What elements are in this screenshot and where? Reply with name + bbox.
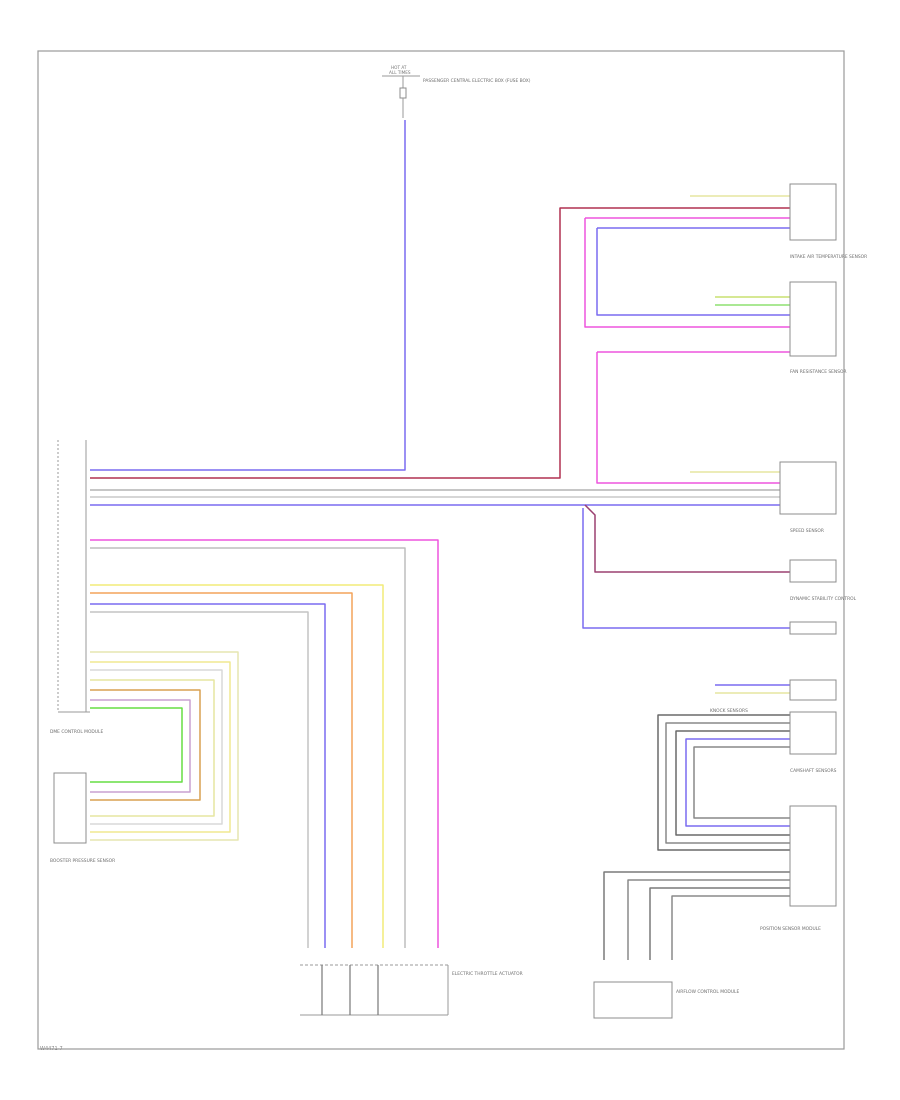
- booster-sensor-label: BOOSTER PRESSURE SENSOR: [50, 858, 115, 864]
- wire-bus-blue-loop1: [596, 227, 790, 316]
- wire-bus-red: [90, 207, 790, 479]
- right-mod-6-label: CAMSHAFT SENSORS: [790, 768, 837, 774]
- wire-right-bundle-2: [665, 722, 790, 844]
- right-mod-4-label: DYNAMIC STABILITY CONTROL: [790, 596, 857, 602]
- wire-fuse-feed: [90, 120, 406, 471]
- booster-sensor: BOOSTER PRESSURE SENSOR: [50, 772, 115, 864]
- airflow-control-module: AIRFLOW CONTROL MODULE: [593, 981, 739, 1019]
- wire-right-bundle-4: [685, 738, 790, 827]
- top-fuse-label-b: ALL TIMES: [389, 70, 411, 75]
- wire-airflow-1: [603, 871, 790, 960]
- top-fuse-group: HOT AT ALL TIMES PASSENGER CENTRAL ELECT…: [382, 65, 531, 118]
- right-mod-2-label: FAN RESISTANCE SENSOR: [790, 369, 847, 375]
- right-mod-5-label: KNOCK SENSORS: [710, 708, 748, 714]
- wire-grey2-actuator: [90, 611, 309, 948]
- wire-sensor-4: [90, 679, 215, 817]
- right-mod-1-label: INTAKE AIR TEMPERATURE SENSOR: [790, 254, 867, 260]
- wire-bus-pink-loop1: [584, 218, 790, 328]
- footer-code: W4471-7: [40, 1046, 63, 1052]
- right-mod-7-label: POSITION SENSOR MODULE: [760, 926, 821, 932]
- wire-right-bundle-5: [693, 746, 790, 819]
- wire-blue-actuator: [90, 603, 326, 948]
- wire-airflow-4: [671, 895, 790, 960]
- wire-bus-blue-drop: [582, 508, 790, 629]
- wires: [90, 120, 790, 960]
- wire-bus-pink-loop2: [596, 351, 790, 484]
- wire-sensor-5: [90, 689, 201, 801]
- right-mod-3-label: SPEED SENSOR: [790, 528, 824, 534]
- diagram-frame: [37, 50, 845, 1050]
- wire-right-bundle-1: [657, 714, 790, 851]
- wire-sensor-3: [90, 669, 223, 825]
- wire-yellow-actuator: [90, 584, 384, 948]
- dme-control-module: DME CONTROL MODULE: [50, 440, 103, 735]
- dme-label: DME CONTROL MODULE: [50, 729, 103, 735]
- wire-sensor-6: [90, 699, 191, 793]
- wire-grey-actuator: [90, 547, 406, 948]
- electric-throttle-actuator: ELECTRIC THROTTLE ACTUATOR: [300, 964, 523, 1016]
- actuator-label: ELECTRIC THROTTLE ACTUATOR: [452, 971, 523, 977]
- wire-sensor-1: [90, 651, 239, 841]
- top-fuse-desc: PASSENGER CENTRAL ELECTRIC BOX (FUSE BOX…: [423, 78, 531, 84]
- right-modules: INTAKE AIR TEMPERATURE SENSOR FAN RESIST…: [710, 183, 867, 932]
- wire-pink-actuator: [90, 539, 439, 948]
- wire-orange-actuator: [90, 592, 353, 948]
- wire-right-bundle-3: [675, 730, 790, 836]
- airflow-label: AIRFLOW CONTROL MODULE: [676, 989, 739, 995]
- wire-sensor-7: [90, 707, 183, 783]
- wire-bus-purple-drop: [584, 504, 790, 573]
- wire-sensor-2: [90, 661, 231, 833]
- wire-airflow-2: [627, 879, 790, 960]
- top-fuse-label-a: HOT AT: [391, 65, 407, 70]
- wire-airflow-3: [649, 887, 790, 960]
